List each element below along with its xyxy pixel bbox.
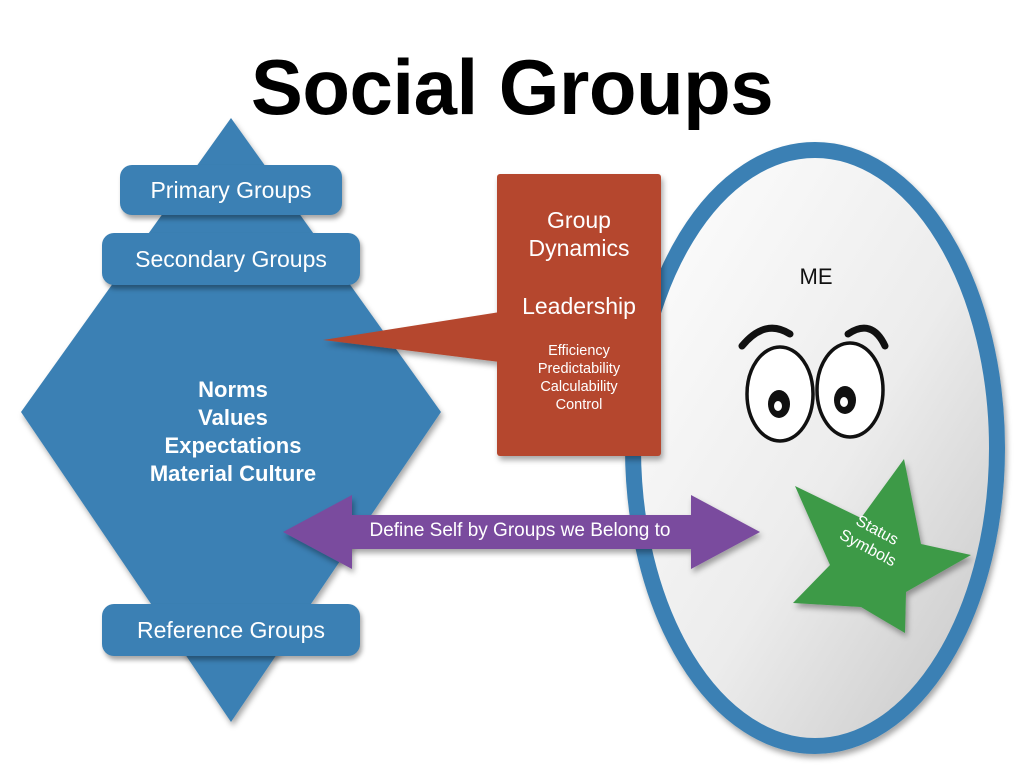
slide-title: Social Groups xyxy=(250,43,774,131)
callout-leadership: Leadership xyxy=(522,293,636,319)
callout-item-control: Control xyxy=(555,397,603,413)
group-dynamics-text: Group Dynamics Leadership Efficiency Pre… xyxy=(498,206,660,414)
me-label: ME xyxy=(799,264,833,289)
left-eyebrow xyxy=(738,324,794,350)
primary-groups-label: Primary Groups xyxy=(120,165,342,215)
right-pupil-glint xyxy=(840,397,848,407)
culture-elements-list: Norms Values Expectations Material Cultu… xyxy=(120,376,346,488)
culture-item-material-culture: Material Culture xyxy=(149,461,317,486)
right-eyebrow xyxy=(844,324,889,350)
culture-item-values: Values xyxy=(198,405,268,430)
callout-heading-line-2: Dynamics xyxy=(528,235,630,261)
group-dynamics-callout xyxy=(323,174,661,456)
culture-item-norms: Norms xyxy=(198,377,268,402)
callout-heading-line-1: Group xyxy=(547,207,611,233)
status-symbols-star xyxy=(793,459,971,633)
callout-items: Efficiency Predictability Calculability … xyxy=(498,342,660,414)
callout-item-efficiency: Efficiency xyxy=(548,343,610,359)
callout-item-predictability: Predictability xyxy=(537,361,621,377)
define-self-arrow xyxy=(283,495,760,569)
secondary-groups-label: Secondary Groups xyxy=(102,233,360,285)
define-self-label: Define Self by Groups we Belong to xyxy=(369,520,671,541)
callout-item-calculability: Calculability xyxy=(540,379,618,395)
culture-item-expectations: Expectations xyxy=(164,433,302,458)
self-oval xyxy=(625,142,1005,754)
left-pupil-glint xyxy=(774,401,782,411)
reference-groups-label: Reference Groups xyxy=(102,604,360,656)
